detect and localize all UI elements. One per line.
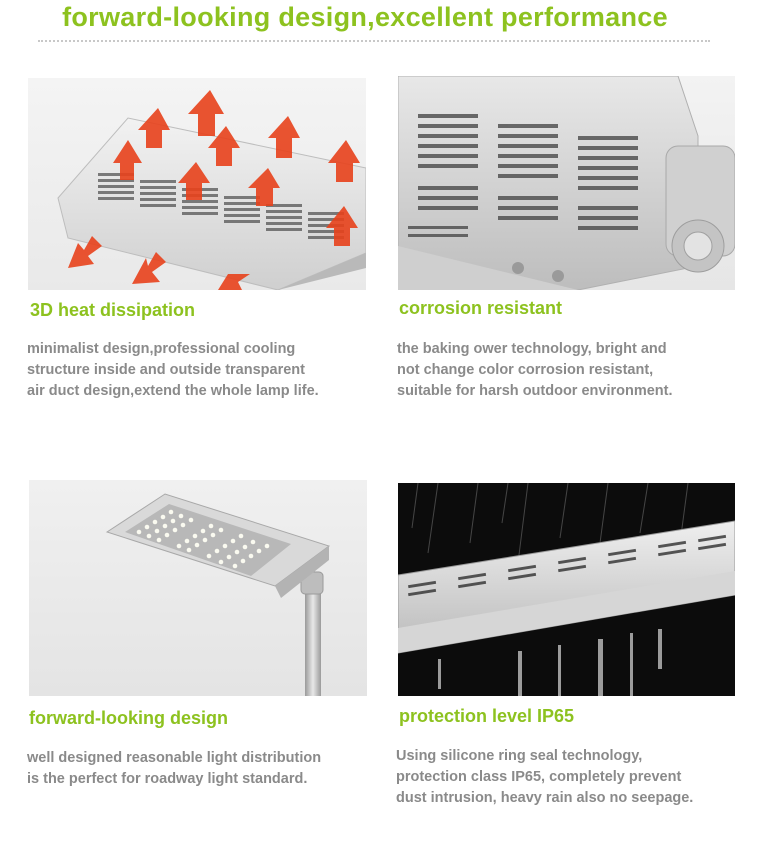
heat-dissipation-image [28, 78, 366, 290]
description-line: dust intrusion, heavy rain also no seepa… [396, 790, 694, 806]
street-lamp-image [29, 480, 367, 696]
description-line: protection class IP65, completely preven… [396, 769, 682, 785]
feature-heading: protection level IP65 [399, 706, 575, 726]
description-line: suitable for harsh outdoor environment. [397, 383, 673, 399]
description-line: not change color corrosion resistant, [397, 362, 654, 378]
description-line: air duct design,extend the whole lamp li… [27, 383, 319, 399]
ip65-rain-image [398, 483, 735, 696]
description-line: minimalist design,professional cooling [27, 341, 296, 357]
corrosion-resistant-image [398, 76, 735, 290]
page-title: forward-looking design,excellent perform… [62, 2, 668, 32]
title-divider [38, 40, 710, 42]
feature-heading: 3D heat dissipation [30, 300, 196, 320]
feature-description: Using silicone ring seal technology, pro… [396, 746, 693, 809]
description-line: structure inside and outside transparent [27, 362, 305, 378]
feature-heading: corrosion resistant [399, 298, 563, 318]
feature-description: minimalist design,professional cooling s… [27, 339, 319, 402]
description-line: is the perfect for roadway light standar… [27, 771, 308, 787]
feature-description: well designed reasonable light distribut… [27, 748, 321, 790]
feature-description: the baking ower technology, bright and n… [397, 339, 673, 402]
description-line: well designed reasonable light distribut… [27, 750, 322, 766]
description-line: Using silicone ring seal technology, [396, 748, 643, 764]
description-line: the baking ower technology, bright and [397, 341, 667, 357]
feature-heading: forward-looking design [29, 708, 229, 728]
